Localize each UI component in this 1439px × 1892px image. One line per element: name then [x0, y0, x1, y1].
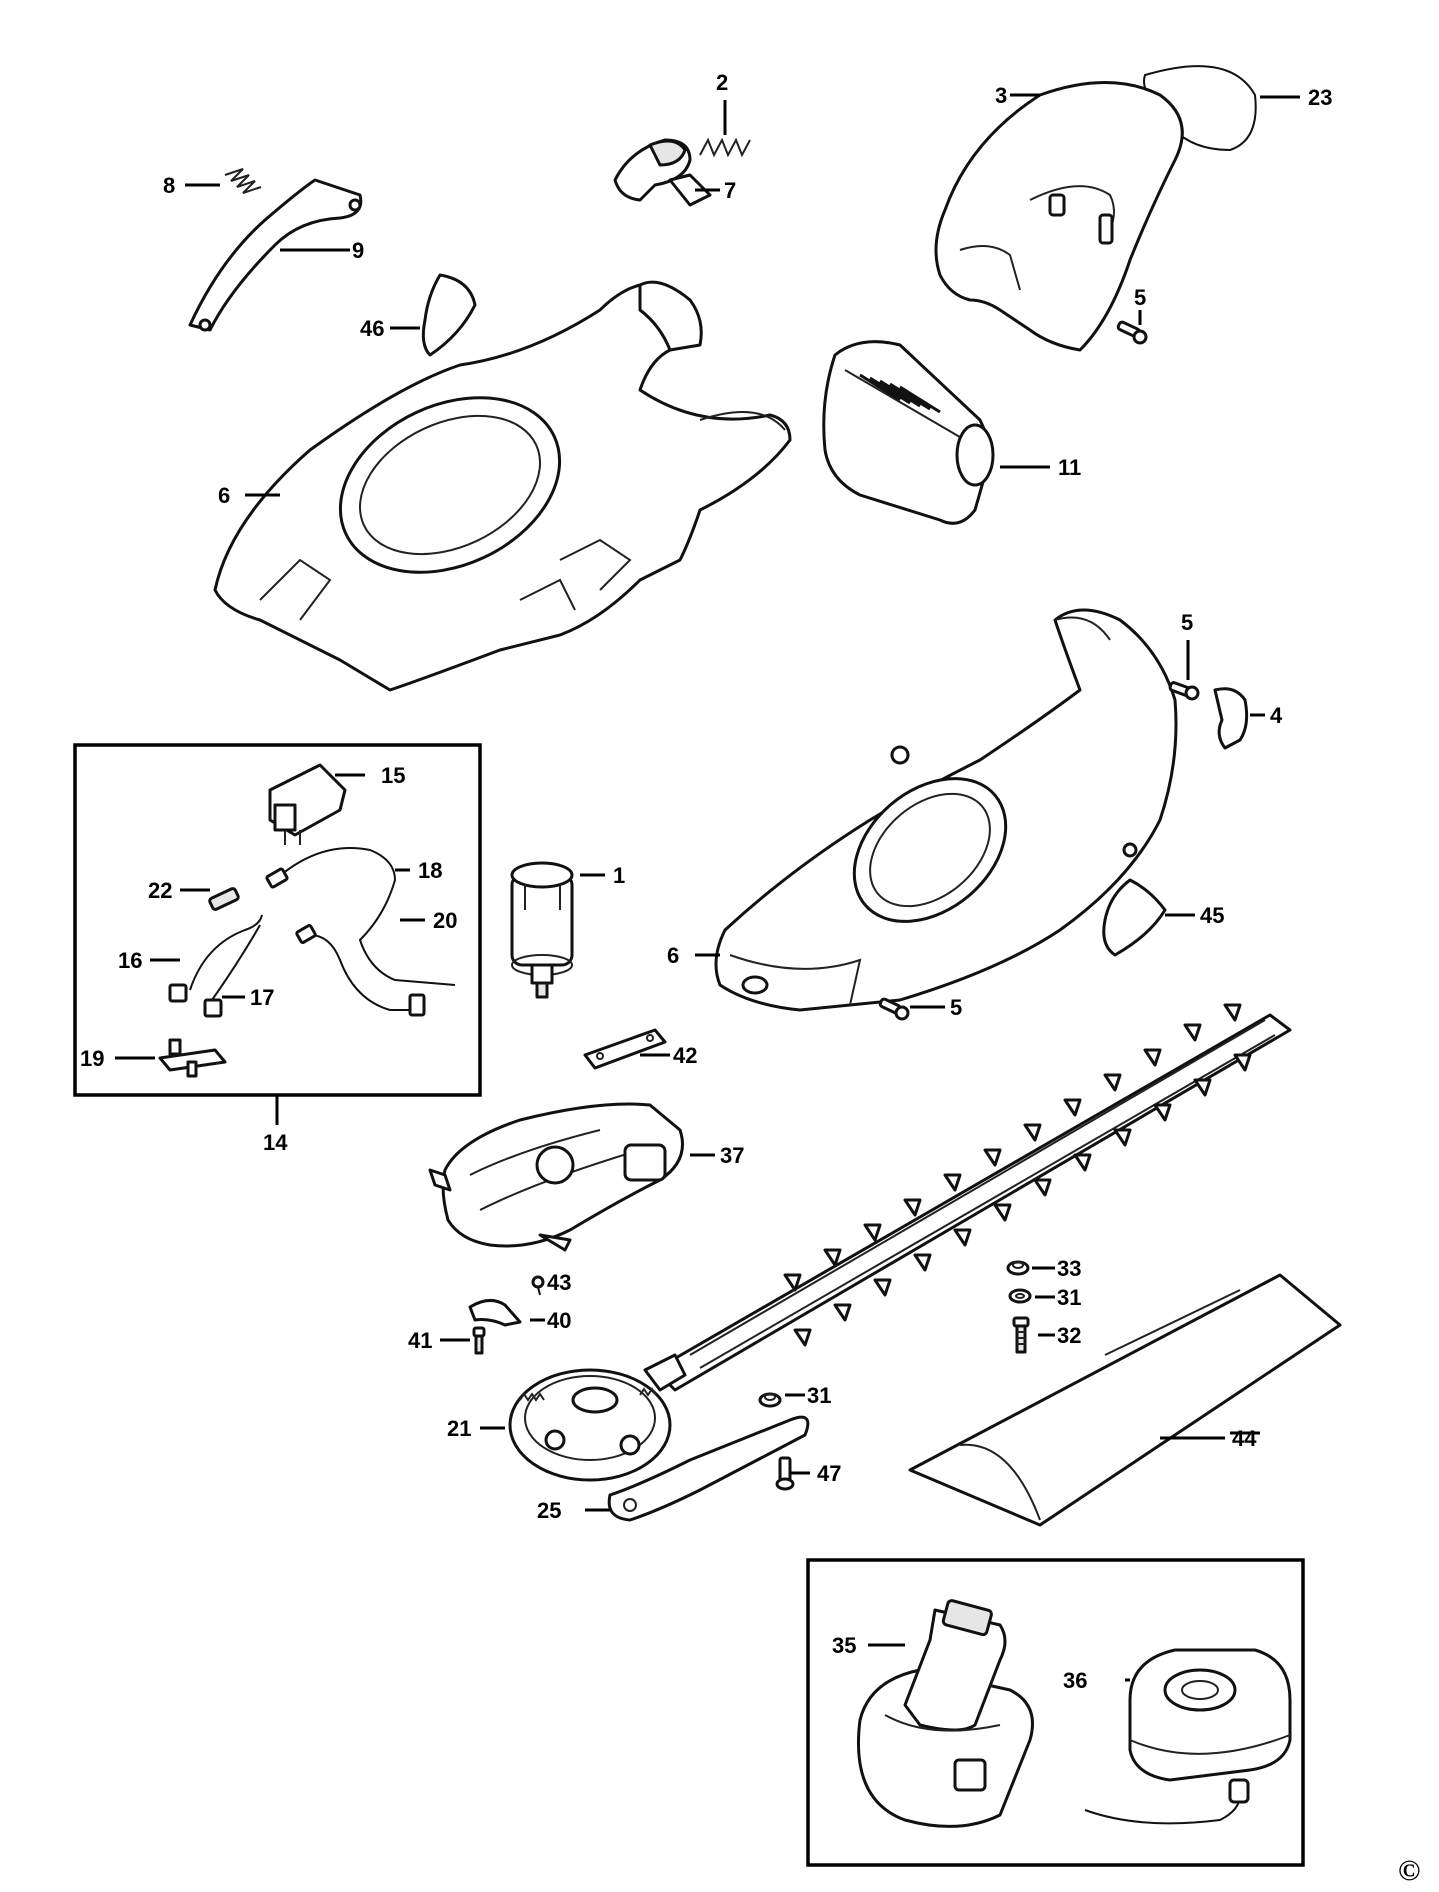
part-44-blade-sheath [908, 1273, 1342, 1527]
callout-9: 9 [352, 238, 364, 263]
part-35-battery-pack [856, 1599, 1034, 1828]
part-40-clip [468, 1299, 522, 1327]
callout-31a: 31 [1057, 1285, 1081, 1310]
part-32-bolt [1012, 1316, 1030, 1354]
callout-6a: 6 [218, 483, 230, 508]
callout-6b: 6 [667, 943, 679, 968]
callout-43: 43 [547, 1270, 571, 1295]
copyright-mark: © [1398, 1854, 1420, 1887]
callout-33: 33 [1057, 1256, 1081, 1281]
callout-8: 8 [163, 173, 175, 198]
part-22-connector [208, 887, 240, 911]
part-19-terminal-block [158, 1038, 227, 1078]
callout-42: 42 [673, 1043, 697, 1068]
part-33-nut [1006, 1260, 1030, 1276]
callout-46: 46 [360, 316, 384, 341]
callout-16: 16 [118, 948, 142, 973]
part-4-clip [1213, 687, 1249, 750]
callout-37: 37 [720, 1143, 744, 1168]
callout-41: 41 [408, 1328, 432, 1353]
leader-lines [115, 93, 1300, 1682]
part-11-grip-handle [822, 340, 995, 525]
part-5-screw-a [1116, 320, 1148, 345]
callout-labels: 1 2 3 4 5 5 5 6 6 7 8 9 11 14 15 16 17 1… [80, 70, 1332, 1693]
part-25-connecting-rod [607, 1415, 810, 1522]
callout-4: 4 [1270, 703, 1283, 728]
part-21-gear [508, 1353, 687, 1482]
callout-17: 17 [250, 985, 274, 1010]
part-5-screw-b [1168, 681, 1200, 701]
part-42-plate [583, 1028, 667, 1070]
part-31-washer-a [1008, 1288, 1032, 1304]
callout-7: 7 [724, 178, 736, 203]
part-6-housing-left [213, 280, 792, 692]
callout-5c: 5 [950, 995, 962, 1020]
callout-1: 1 [613, 863, 625, 888]
callout-22: 22 [148, 878, 172, 903]
callout-23: 23 [1308, 85, 1332, 110]
part-8-spring [224, 168, 262, 194]
callout-40: 40 [547, 1308, 571, 1333]
part-6-housing-right [714, 608, 1178, 1012]
part-45-side-pad [1102, 878, 1167, 957]
part-16-wire [168, 914, 263, 1003]
callout-31b: 31 [807, 1383, 831, 1408]
callout-14: 14 [263, 1130, 288, 1155]
callout-44: 44 [1232, 1426, 1257, 1451]
callout-3: 3 [995, 83, 1007, 108]
part-31-washer-b [758, 1392, 782, 1408]
part-2-spring [699, 137, 751, 158]
callout-25: 25 [537, 1498, 561, 1523]
part-36-charger [1084, 1648, 1292, 1825]
callout-21: 21 [447, 1416, 471, 1441]
part-37-gear-housing [428, 1102, 684, 1252]
part-17-wire [203, 924, 261, 1018]
part-3-upper-cover [934, 81, 1184, 352]
part-47-bolt [775, 1456, 795, 1491]
callout-18: 18 [418, 858, 442, 883]
callout-15: 15 [381, 763, 405, 788]
part-18-wire [265, 847, 456, 986]
callout-19: 19 [80, 1046, 104, 1071]
callout-5a: 5 [1134, 285, 1146, 310]
part-46-side-pad [421, 273, 477, 357]
battery-charger-box [806, 1558, 1305, 1867]
part-43-screw [531, 1275, 545, 1296]
blade-teeth [783, 1003, 1252, 1347]
part-1-motor [510, 861, 574, 999]
callout-11: 11 [1058, 455, 1081, 480]
callout-32: 32 [1057, 1323, 1081, 1348]
callout-20: 20 [433, 908, 457, 933]
callout-36: 36 [1063, 1668, 1087, 1693]
part-5-screw-c [878, 997, 910, 1021]
callout-47: 47 [817, 1461, 841, 1486]
part-9-lever-arm [188, 178, 363, 332]
part-41-bolt [472, 1326, 486, 1355]
part-7-switch-lever [613, 138, 712, 207]
callout-45: 45 [1200, 903, 1224, 928]
callout-35: 35 [832, 1633, 856, 1658]
callout-5b: 5 [1181, 610, 1193, 635]
part-15-switch [268, 763, 347, 845]
callout-2: 2 [716, 70, 728, 95]
part-20-wire [295, 924, 426, 1017]
